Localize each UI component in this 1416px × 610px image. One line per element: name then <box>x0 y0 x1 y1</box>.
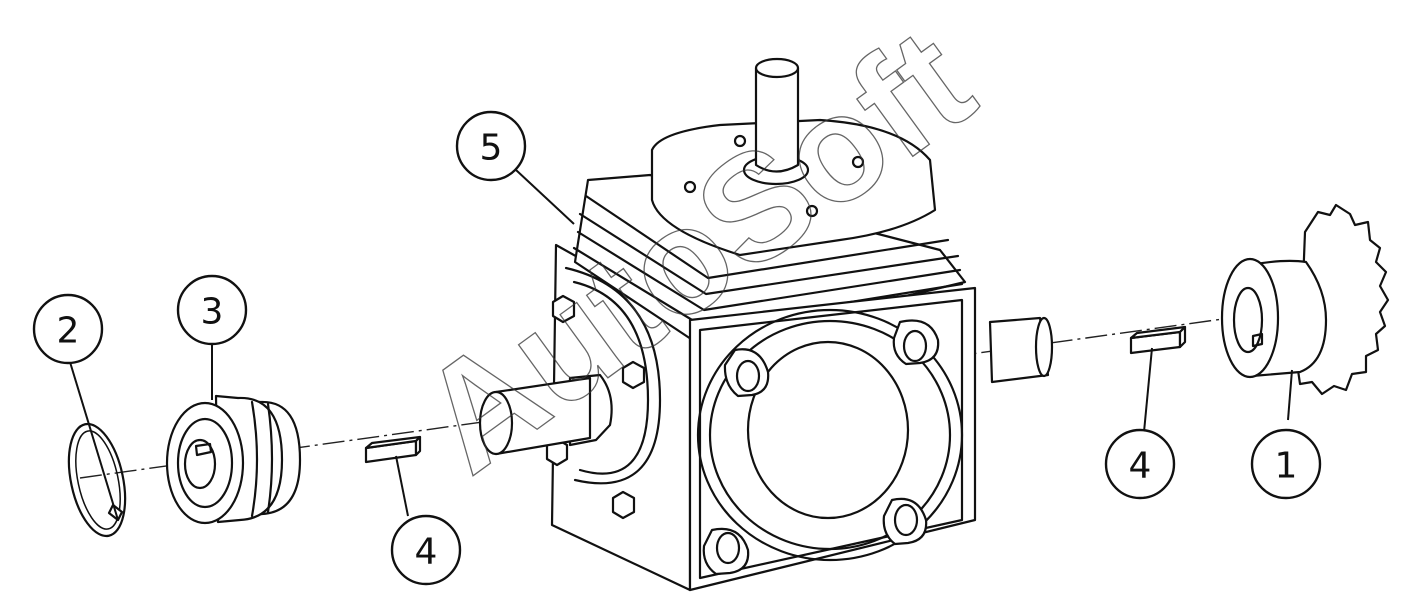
callout-1-label: 1 <box>1275 446 1298 487</box>
retaining-ring-part-2 <box>67 422 127 538</box>
grooved-bushing-part-3 <box>165 394 302 525</box>
callout-4-left-label: 4 <box>415 532 438 573</box>
front-stud-icon <box>702 319 940 576</box>
callout-3: 3 <box>176 274 248 346</box>
callout-2-label: 2 <box>57 311 80 352</box>
callout-1: 1 <box>1250 428 1322 500</box>
sprocket-part-1 <box>1220 203 1390 396</box>
callout-4-left: 4 <box>390 514 462 586</box>
key-part-4-right <box>1129 325 1187 355</box>
callout-4-right-label: 4 <box>1129 446 1152 487</box>
key-part-4-left <box>364 435 422 464</box>
right-output-shaft <box>988 316 1054 384</box>
callout-5: 5 <box>455 110 527 182</box>
callout-5-label: 5 <box>480 128 503 169</box>
leader-lines <box>69 169 1293 521</box>
callout-2: 2 <box>32 293 104 365</box>
left-output-shaft <box>478 373 613 456</box>
callout-4-right: 4 <box>1104 428 1176 500</box>
callout-3-label: 3 <box>201 292 224 333</box>
gearbox-housing-part-5 <box>478 57 1054 592</box>
flange-bolt-icon <box>545 294 646 520</box>
vertical-input-shaft <box>742 57 810 186</box>
